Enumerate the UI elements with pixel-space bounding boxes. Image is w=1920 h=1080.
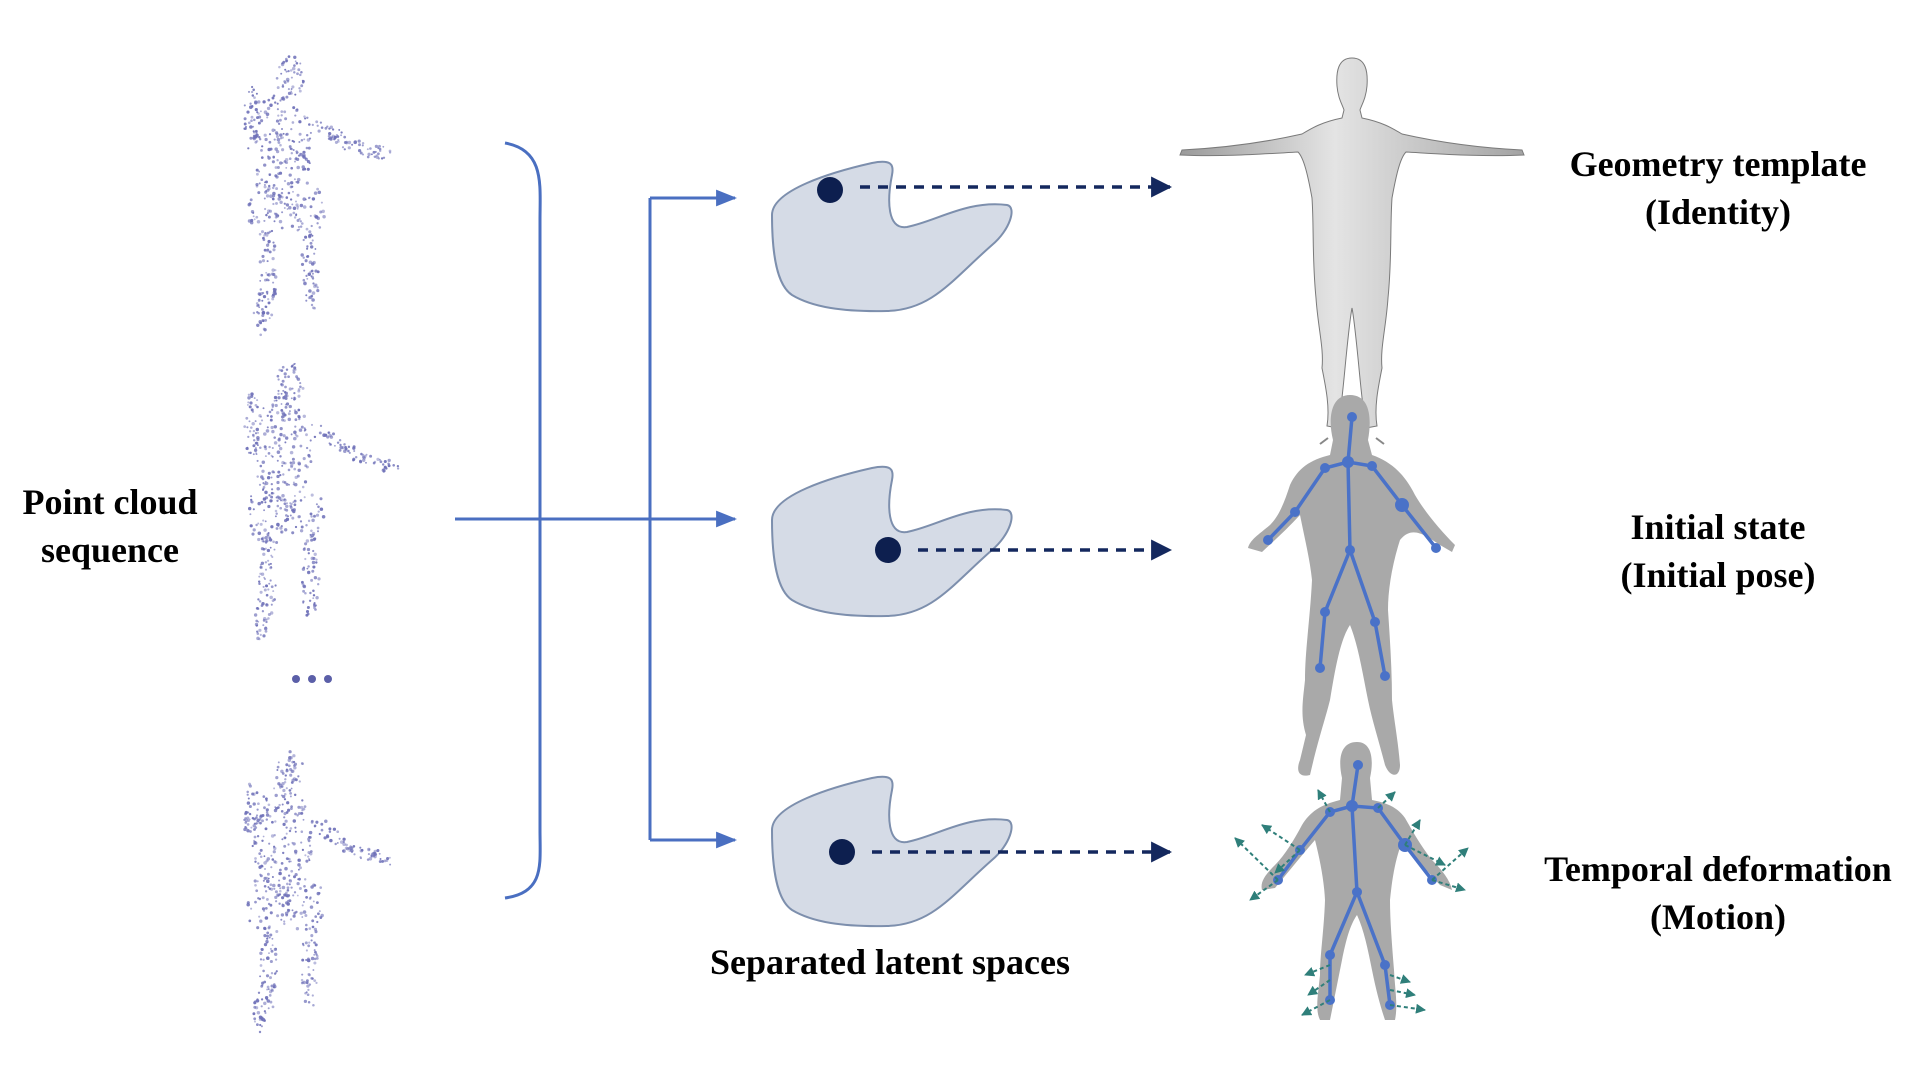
initial-pose-figure bbox=[1248, 395, 1455, 776]
input-label-line1: Point cloud bbox=[22, 482, 198, 522]
point-cloud-frame-3 bbox=[243, 750, 392, 1034]
point-cloud-frame-1 bbox=[243, 55, 392, 337]
output-label-motion: Temporal deformation (Motion) bbox=[1508, 845, 1920, 941]
output-label-identity: Geometry template (Identity) bbox=[1508, 140, 1920, 236]
latent-space-motion bbox=[771, 775, 1173, 928]
input-label-line2: sequence bbox=[41, 530, 179, 570]
output-title: Initial state bbox=[1630, 507, 1806, 547]
latent-spaces-caption: Separated latent spaces bbox=[710, 942, 1070, 982]
input-label: Point cloud sequence bbox=[0, 478, 220, 574]
latent-code-point bbox=[817, 177, 843, 203]
latent-code-point bbox=[829, 839, 855, 865]
output-title: Temporal deformation bbox=[1544, 849, 1892, 889]
output-title: Geometry template bbox=[1569, 144, 1867, 184]
skeleton-joints bbox=[1263, 412, 1441, 681]
output-label-initial-state: Initial state (Initial pose) bbox=[1508, 503, 1920, 599]
latent-space-initial-state bbox=[771, 465, 1173, 618]
output-subtitle: (Identity) bbox=[1645, 192, 1791, 232]
motion-figure bbox=[1234, 742, 1469, 1020]
point-cloud-frame-2 bbox=[243, 362, 400, 641]
encoder-connector bbox=[455, 189, 738, 849]
output-subtitle: (Initial pose) bbox=[1620, 555, 1816, 595]
latent-space-identity bbox=[771, 160, 1173, 313]
sequence-bracket bbox=[504, 141, 542, 900]
geometry-template-mesh bbox=[1179, 57, 1525, 445]
latent-code-point bbox=[875, 537, 901, 563]
output-subtitle: (Motion) bbox=[1650, 897, 1786, 937]
ellipsis-dots bbox=[292, 675, 332, 683]
motion-arrows bbox=[1234, 789, 1469, 1016]
body-silhouette bbox=[1248, 395, 1455, 776]
